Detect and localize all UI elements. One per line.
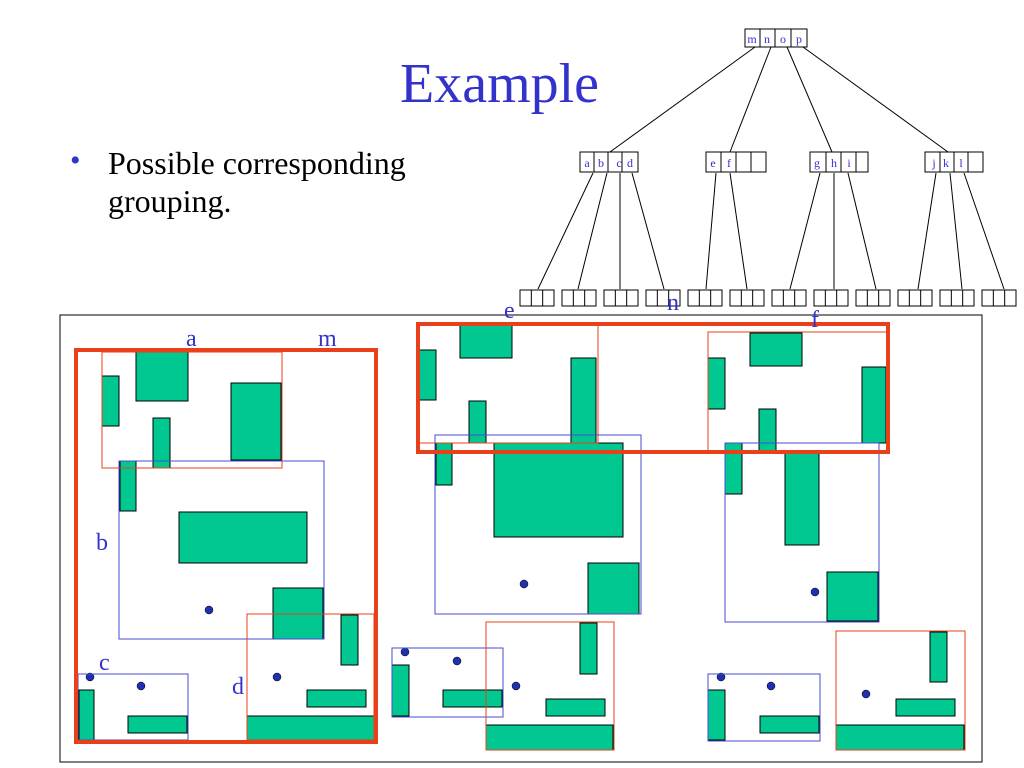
leaf-node [729,289,765,307]
edge-a-to-leaf [537,172,594,290]
leaf-node [519,289,555,307]
leaf-node [645,289,681,307]
slide-title: Example [400,53,600,115]
internal-node-ghi: g h i [809,151,869,173]
entry-d: d [627,156,633,170]
label-b: b [96,530,108,556]
group-m-box [74,348,378,744]
root-entry-n: n [764,32,770,46]
root-entry-m: m [747,32,757,46]
leaf-node [981,289,1017,307]
entry-i: i [847,156,851,170]
tree-leaf-nodes [519,289,1017,307]
root-entry-o: o [780,32,786,46]
tree-edges [537,46,1005,290]
tree-root-node: m n o p [744,28,808,48]
bullet-text: Possible corresponding grouping. [108,145,406,219]
entry-b: b [598,156,604,170]
label-d: d [232,674,244,700]
leaf-node [939,289,975,307]
data-points [85,579,871,699]
group-n-box [416,322,890,454]
label-f: f [811,307,819,333]
leaf-node [603,289,639,307]
label-e: e [504,298,515,324]
edge-root-to-node3 [786,46,833,153]
entry-e: e [710,156,715,170]
leaf-node [771,289,807,307]
leaf-node [855,289,891,307]
entry-c: c [616,156,621,170]
edge-root-to-node2 [729,46,772,153]
entry-k: k [943,156,949,170]
entry-g: g [814,156,820,170]
bullet-dot-icon: • [70,144,81,177]
internal-node-jkl: j k l [924,151,984,173]
leaf-node [813,289,849,307]
top-level-groups [74,322,890,744]
tree-internal-nodes: a b c d e f g h i [579,151,984,173]
entry-j: j [931,156,935,170]
edge-root-to-node4 [802,46,949,153]
edge-root-to-node1 [609,46,756,153]
entry-f: f [727,156,731,170]
entry-h: h [831,156,837,170]
internal-node-abcd: a b c d [579,151,639,173]
entry-l: l [959,156,963,170]
root-entry-p: p [796,32,802,46]
label-c: c [99,650,110,676]
data-rectangles [78,324,965,751]
label-m: m [318,326,337,352]
leaf-node [897,289,933,307]
entry-a: a [584,156,590,170]
leaf-node [561,289,597,307]
label-n: n [667,290,679,316]
label-a: a [186,326,197,352]
leaf-node [687,289,723,307]
internal-node-ef: e f [705,151,767,173]
region-labels: a m b c d e f n [96,290,819,700]
